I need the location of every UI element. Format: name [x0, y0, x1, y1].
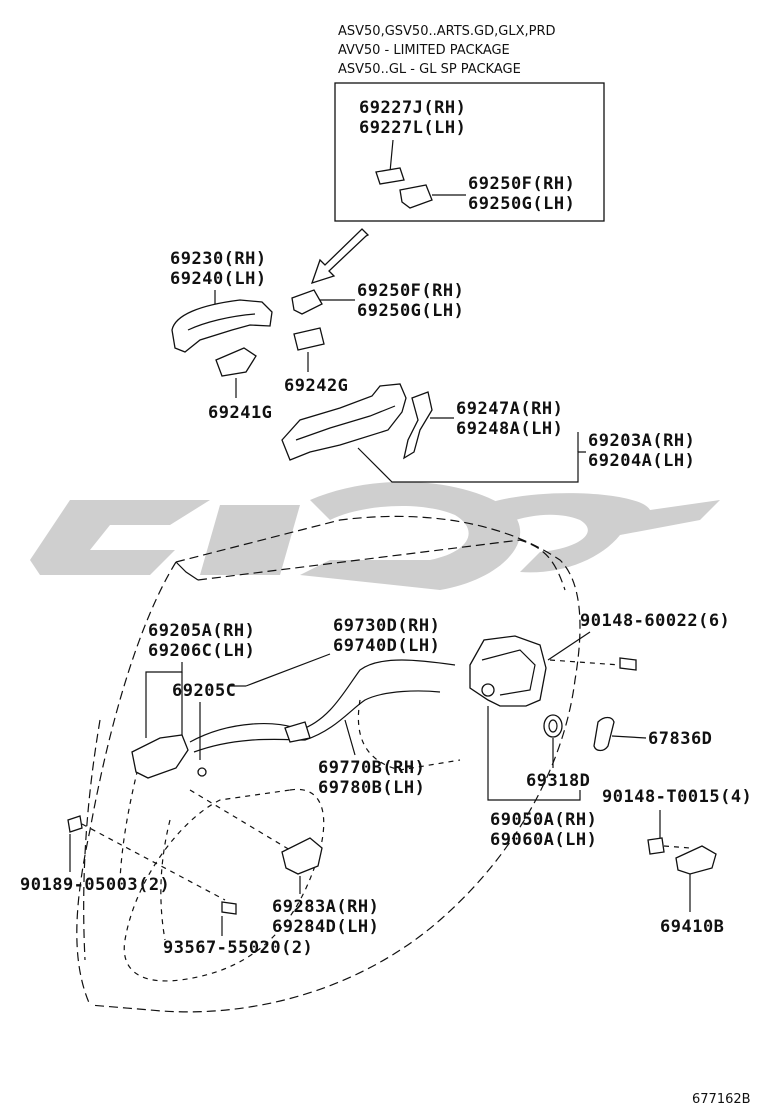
label-69284d: 69284D(LH): [272, 917, 379, 937]
label-69206c: 69206C(LH): [148, 641, 255, 661]
label-69248a: 69248A(LH): [456, 419, 563, 439]
watermark-logo: [30, 481, 720, 590]
label-69247a: 69247A(RH): [456, 399, 563, 419]
label-69240: 69240(LH): [170, 269, 267, 289]
label-69203a: 69203A(RH): [588, 431, 695, 451]
label-69283a: 69283A(RH): [272, 897, 379, 917]
part-69247a-bracket: [403, 391, 433, 460]
package-inset-box: [334, 82, 605, 222]
part-69241g-pad: [215, 347, 257, 377]
label-69227j: 69227J(RH): [359, 98, 466, 118]
label-69318d: 69318D: [526, 771, 590, 791]
header-note-line-3: ASV50..GL - GL SP PACKAGE: [338, 62, 521, 77]
cable-69770b: [193, 690, 441, 753]
label-69060a: 69060A(LH): [490, 830, 597, 850]
part-bolt-90148-t0015: [647, 837, 665, 855]
label-69050a: 69050A(RH): [490, 810, 597, 830]
part-69227j-cap: [375, 167, 405, 185]
part-bolt-90148-60022: [619, 657, 637, 671]
label-69250f: 69250F(RH): [357, 281, 464, 301]
label-69230: 69230(RH): [170, 249, 267, 269]
label-69227l: 69227L(LH): [359, 118, 466, 138]
label-69242g: 69242G: [284, 376, 348, 396]
label-69241g: 69241G: [208, 403, 272, 423]
part-93567-screw: [221, 901, 237, 915]
arrow-icon: [310, 228, 370, 285]
label-67836d: 67836D: [648, 729, 712, 749]
part-67836d-grommet: [593, 716, 615, 752]
label-93567-55020: 93567-55020(2): [163, 938, 313, 958]
part-69242g-pad: [293, 327, 325, 351]
label-69410b: 69410B: [660, 917, 724, 937]
part-90189-clip: [67, 815, 83, 833]
part-69205c-clip: [197, 767, 207, 777]
header-note-line-1: ASV50,GSV50..ARTS.GD,GLX,PRD: [338, 24, 556, 39]
part-inside-handle: [131, 734, 189, 779]
label-69250f-inset: 69250F(RH): [468, 174, 575, 194]
label-69740d: 69740D(LH): [333, 636, 440, 656]
part-69283a-cover: [281, 837, 323, 875]
label-69250g-inset: 69250G(LH): [468, 194, 575, 214]
label-69780b: 69780B(LH): [318, 778, 425, 798]
door-outline: [76, 515, 581, 1013]
part-outside-handle: [171, 299, 273, 353]
part-69250f-inset-cover: [399, 184, 433, 209]
part-69250f-cover: [291, 289, 323, 315]
part-handle-frame: [281, 383, 407, 461]
label-69205c: 69205C: [172, 681, 236, 701]
label-69204a: 69204A(LH): [588, 451, 695, 471]
label-69250g: 69250G(LH): [357, 301, 464, 321]
cable-69730d: [189, 659, 456, 743]
label-90148-t0015: 90148-T0015(4): [602, 787, 752, 807]
header-note-line-2: AVV50 - LIMITED PACKAGE: [338, 43, 510, 58]
part-69410b-striker: [675, 845, 717, 875]
label-69730d: 69730D(RH): [333, 616, 440, 636]
label-69770b: 69770B(RH): [318, 758, 425, 778]
label-69205a: 69205A(RH): [148, 621, 255, 641]
label-90148-60022: 90148-60022(6): [580, 611, 730, 631]
part-door-lock: [469, 635, 547, 707]
part-69318d-ring: [543, 714, 563, 738]
diagram-reference-number: 677162B: [692, 1092, 751, 1107]
label-90189-05003: 90189-05003(2): [20, 875, 170, 895]
